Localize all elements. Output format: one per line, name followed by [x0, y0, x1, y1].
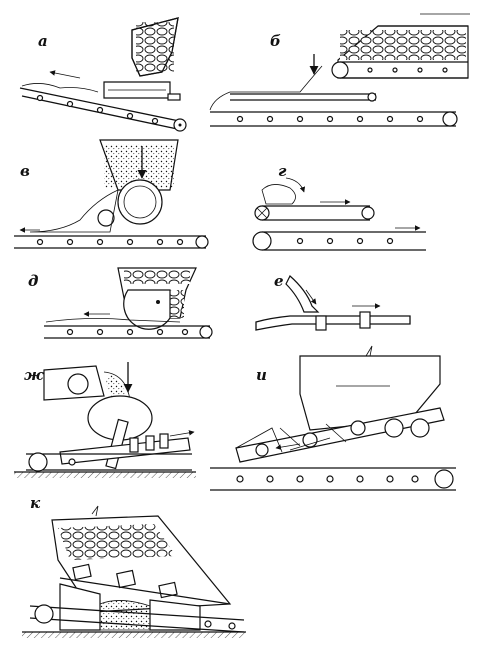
panel-k: к [22, 494, 246, 638]
panel-v-idlers [36, 238, 184, 246]
panel-label-g: г [278, 162, 287, 180]
panel-label-e: е [274, 272, 284, 290]
panel-g-idlers [296, 237, 394, 245]
panel-label-k: к [30, 494, 41, 512]
panel-a: а [19, 17, 187, 132]
panel-v: в [14, 139, 209, 249]
panel-label-a: а [38, 32, 48, 50]
panel-i: и [210, 345, 456, 491]
panel-b-lower-idlers [236, 115, 424, 123]
panel-b: б [209, 13, 470, 127]
panel-label-b: б [270, 32, 281, 50]
panel-label-zh: ж [24, 366, 44, 384]
panel-zh: ж [14, 362, 196, 478]
panel-i-idlers [236, 475, 419, 483]
panel-d-idlers [66, 328, 189, 336]
panel-label-d: д [28, 272, 38, 290]
panel-b-upper-idlers [367, 67, 448, 73]
panel-d: д [28, 267, 213, 339]
panel-a-idlers [36, 94, 159, 125]
panel-e: е [255, 272, 411, 331]
panel-zh-flights [129, 433, 169, 453]
panel-label-i: и [256, 366, 267, 384]
panel-g: г [252, 162, 426, 251]
panel-label-v: в [20, 162, 30, 180]
